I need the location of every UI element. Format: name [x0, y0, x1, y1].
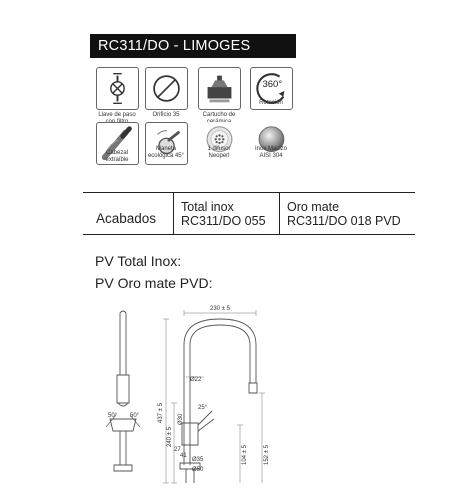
finish-name-inox: Total inox: [181, 200, 234, 214]
table-top-rule: [83, 192, 415, 193]
table-bottom-rule: [83, 234, 415, 235]
rotation-360-icon: 360°: [250, 67, 293, 110]
neoperl-diffuser-icon: [198, 122, 241, 165]
dim-small: 41: [180, 453, 187, 459]
dim-lever-angle: 25°: [198, 405, 208, 411]
table-divider: [173, 193, 174, 235]
dim-reach: 230 ± 5: [210, 306, 231, 312]
price-inox: PV Total Inox:: [95, 253, 181, 269]
front-view-faucet: [183, 318, 258, 465]
stainless-steel-icon: [250, 122, 293, 165]
feature-caption: Maneta ecológica 45°: [147, 146, 185, 159]
rotation-badge: 360°: [262, 79, 282, 90]
feature-caption: Llave de paso con filtro: [98, 112, 136, 125]
price-oro: PV Oro mate PVD:: [95, 275, 212, 291]
feature-caption: Orificio 35: [152, 112, 180, 118]
price-label: PV Total Inox:: [95, 253, 182, 269]
dim-base-diameter: Ø50: [192, 467, 204, 473]
feature-caption: 1 difusor Neoperl: [207, 146, 231, 159]
dim-total-height: 437 ± 5: [158, 402, 164, 423]
price-label: PV Oro mate PVD:: [95, 275, 213, 291]
feature-caption: Cartucho de cerámica: [202, 112, 236, 125]
dim-hole-diameter: Ø35: [192, 457, 204, 463]
pull-out-head-icon: [96, 122, 139, 165]
feature-caption: Inox Macizo AISI 304: [254, 146, 287, 159]
dim-handle-height: 104 ± 5: [242, 444, 248, 465]
table-divider: [279, 193, 280, 235]
ceramic-cartridge-icon: [198, 67, 241, 110]
finishes-row-label: Acabados: [96, 211, 157, 226]
side-view-faucet: [109, 310, 137, 472]
technical-drawing: 230 ± 5 Ø22 437 ± 5 240 ± 5 Ø30 25° 50° …: [105, 306, 270, 484]
dim-body-diameter: Ø30: [178, 413, 184, 425]
dim-pipe-diameter: Ø22: [190, 377, 202, 383]
hole-diameter-icon: [145, 67, 188, 110]
dim-spout-height: 240 ± 5: [167, 426, 173, 447]
product-title: RC311/DO - LIMOGES: [90, 34, 296, 58]
finish-code-oro: RC311/DO 018 PVD: [287, 214, 401, 228]
shutoff-valve-filter-icon: [96, 67, 139, 110]
feature-caption: Rotación: [259, 100, 283, 106]
finish-code-inox: RC311/DO 055: [181, 214, 266, 228]
dim-angle-left: 50°: [108, 413, 118, 419]
feature-caption: Cabezal extraíble: [105, 150, 129, 163]
dim-aerator-height: 152 ± 5: [264, 444, 270, 465]
dim-base-height: 27: [174, 447, 181, 453]
dim-angle-right: 50°: [130, 413, 140, 419]
eco-lever-icon: [145, 122, 188, 165]
finish-name-oro: Oro mate: [287, 200, 340, 214]
